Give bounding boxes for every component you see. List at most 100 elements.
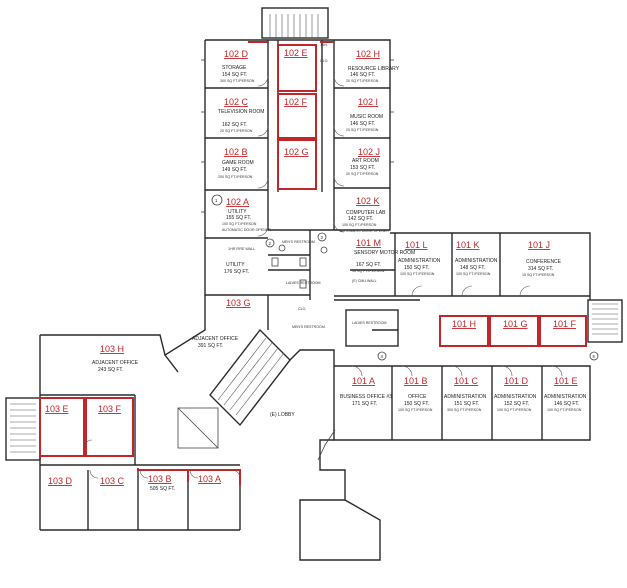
room-102d-id: 102 D [224, 49, 249, 59]
room-101g-id: 101 G [503, 319, 528, 329]
lobby-label: (E) LOBBY [270, 412, 295, 418]
room-101b-occ: 100 SQ FT./PERSON [398, 408, 433, 412]
marker-2 [265, 238, 275, 248]
room-103e-id: 103 E [45, 404, 69, 414]
room-101a-id: 101 A [352, 376, 375, 386]
room-101l-occ: 100 SQ FT./PERSON [400, 272, 435, 276]
room-102i-area: 146 SQ FT. [350, 121, 375, 127]
east-wing [333, 195, 623, 441]
room-103d-id: 103 D [48, 476, 73, 486]
room-101l-id: 101 L [405, 240, 428, 250]
room-103c-id: 103 C [100, 476, 125, 486]
room-102j-name: ART ROOM [352, 158, 379, 164]
room-102b-area: 149 SQ FT. [222, 167, 247, 173]
room-102d-name: STORAGE [222, 65, 247, 71]
room-102k-extra: AUTOMATIC DOOR OPENER [340, 229, 389, 233]
room-102c-occ: 20 SQ FT./PERSON [220, 129, 253, 133]
room-101h-id: 101 H [452, 319, 476, 329]
room-102j-area: 153 SQ FT. [350, 165, 375, 171]
room-101b-area: 150 SQ FT. [404, 401, 429, 407]
room-102i-id: 102 I [358, 97, 378, 107]
central-area [5, 295, 381, 561]
room-102e-outline [277, 44, 317, 92]
room-102c-id: 102 C [224, 97, 249, 107]
room-101m-name: SENSORY MOTOR ROOM [354, 250, 415, 256]
room-101l-name: ADMINISTRATION [398, 258, 441, 264]
room-101m-area: 167 SQ FT. [356, 262, 381, 268]
room-102h-occ: 20 SQ FT./PERSON [346, 79, 379, 83]
marker-2-num: 2 [269, 241, 272, 246]
room-102k-name: COMPUTER LAB [346, 210, 386, 216]
closet-label: CLO. [320, 59, 328, 63]
room-101k-area: 148 SQ FT. [460, 265, 485, 271]
room-103h-id: 103 H [100, 344, 124, 354]
room-101f-id: 101 F [553, 319, 577, 329]
room-101g-outline [489, 315, 539, 347]
room-102i-name: MUSIC ROOM [350, 114, 383, 120]
room-103a-id: 103 A [198, 474, 221, 484]
marker-3 [317, 232, 327, 242]
room-102h-name: RESOURCE LIBRARY [348, 66, 400, 72]
room-101d-occ: 100 SQ FT./PERSON [497, 408, 532, 412]
west-stair [5, 397, 41, 461]
room-101c-name: ADMINISTRATION [444, 394, 487, 400]
room-101k-name: ADMINISTRATION [455, 258, 498, 264]
room-101h-outline [439, 315, 489, 347]
room-103b-area: 505 SQ FT. [150, 486, 175, 492]
closet-label-2: CLO. [298, 307, 306, 311]
room-102c-area: 162 SQ FT. [222, 122, 247, 128]
utility2-name: UTILITY [226, 262, 245, 268]
ladies-restroom-1: LADIES RESTROOM [286, 281, 321, 285]
marker-1 [211, 194, 223, 206]
room-102k-occ: 100 SQ FT./PERSON [342, 223, 377, 227]
room-101m-occ: 15 SQ FT./PERSON [352, 269, 385, 273]
mens-restroom-1: MEN'S RESTROOM [282, 240, 315, 244]
marker-4-num: 4 [381, 354, 384, 359]
room-103b-id: 103 B [148, 474, 172, 484]
room-101d-area: 152 SQ FT. [504, 401, 529, 407]
room-103h-name: ADJACENT OFFICE [92, 360, 139, 366]
room-102a-area: 155 SQ FT. [226, 215, 251, 221]
room-101m-id: 101 M [356, 238, 381, 248]
room-102b-name: GAME ROOM [222, 160, 254, 166]
ladies-restroom-2: LADIES RESTROOM [352, 321, 387, 325]
room-103h-area: 243 SQ FT. [98, 367, 123, 373]
labels: 102 D STORAGE 154 SQ FT. 300 SQ FT./PERS… [45, 43, 596, 492]
room-102d-area: 154 SQ FT. [222, 72, 247, 78]
room-101k-id: 101 K [456, 240, 480, 250]
room-101a-area: 171 SQ FT. [352, 401, 377, 407]
room-102c-name: TELEVISION ROOM [218, 109, 264, 115]
markers [211, 194, 599, 361]
utility2-area: 176 SQ FT. [224, 269, 249, 275]
room-102j-occ: 20 SQ FT./PERSON [346, 172, 379, 176]
north-wing [201, 7, 394, 296]
room-101f-outline [539, 315, 587, 347]
room-102a-occ: 100 SQ FT./PERSON [222, 222, 257, 226]
room-101e-occ: 100 SQ FT./PERSON [547, 408, 582, 412]
room-101j-id: 101 J [528, 240, 550, 250]
restroom-core [268, 229, 334, 300]
marker-5 [589, 351, 599, 361]
room-101c-id: 101 C [454, 376, 479, 386]
room-102a-name: UTILITY [228, 209, 247, 215]
room-101d-id: 101 D [504, 376, 529, 386]
room-101c-area: 151 SQ FT. [454, 401, 479, 407]
room-101e-id: 101 E [554, 376, 578, 386]
room-101j-name: CONFERENCE [526, 259, 562, 265]
room-101l-area: 150 SQ FT. [404, 265, 429, 271]
room-101b-name: OFFICE [408, 394, 427, 400]
room-101b-id: 101 B [404, 376, 428, 386]
room-102f-outline [277, 93, 317, 139]
room-102h-id: 102 H [356, 49, 380, 59]
room-101k-occ: 100 SQ FT./PERSON [456, 272, 491, 276]
room-102h-area: 146 SQ FT. [350, 72, 375, 78]
room-101c-occ: 300 SQ FT./PERSON [447, 408, 482, 412]
marker-5-num: 5 [593, 354, 596, 359]
janitor-label: JAN. [320, 43, 328, 47]
room-101a-name: BUSINESS OFFICE #3 [340, 394, 392, 400]
room-103g-id: 103 G [226, 298, 251, 308]
room-102e-id: 102 E [284, 48, 308, 58]
fire-wall-label: 1HR FIRE WALL [228, 247, 255, 251]
cmu-wall: (E) CMU WALL [352, 279, 377, 283]
room-102f-id: 102 F [284, 97, 308, 107]
